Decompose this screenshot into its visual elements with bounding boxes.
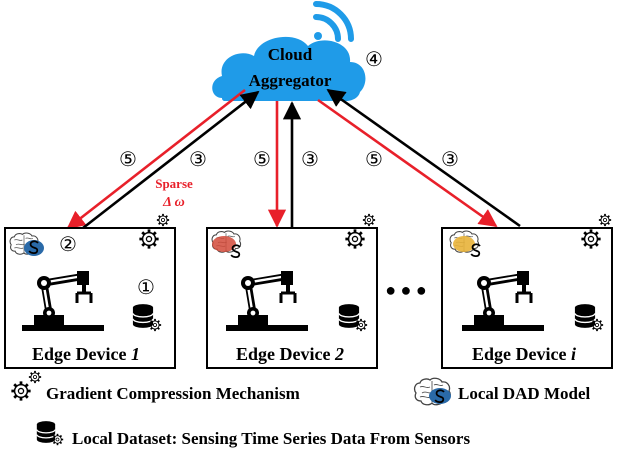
cloud-title-line2: Aggregator [249,71,332,90]
device-1-label: Edge Device 1 [32,344,140,364]
edge-device-1: ② ① Edge Device 1 [4,213,176,369]
edge-device-2: Edge Device 2 [206,213,378,369]
device-i-prefix: Edge Device [472,344,571,364]
link-device-1 [66,88,260,230]
link-3-step-down: ⑤ [365,149,383,171]
legend-gear-small-icon [28,370,42,384]
link-device-i [317,88,521,228]
device-2-prefix: Edge Device [236,344,335,364]
edge-device-i: Edge Device i [441,213,613,369]
arrow-down-3 [317,98,498,228]
legend-db-gear-icon [51,433,64,446]
device-2-label: Edge Device 2 [236,344,344,364]
device-1-prefix: Edge Device [32,344,131,364]
link-1-step-down: ⑤ [119,149,137,171]
gear-small-icon [156,213,170,227]
legend-dataset-label: Local Dataset: Sensing Time Series Data … [72,429,470,448]
arrow-up-3 [326,88,521,228]
legend-gradient-label: Gradient Compression Mechanism [46,384,300,403]
gear-small-icon [362,213,376,227]
device-2-index: 2 [334,344,344,364]
legend: Gradient Compression Mechanism Local DAD… [10,370,590,448]
link-device-2 [267,101,302,228]
link-1-step-up: ③ [189,149,207,171]
cloud-step-label: ④ [365,49,383,71]
arrow-up-1 [82,90,260,230]
more-devices-ellipsis: ● ● ● [385,280,427,300]
legend-model-label: Local DAD Model [458,384,590,403]
legend-gear-icon [10,380,32,402]
wifi-icon [313,1,354,42]
device-i-index: i [571,344,576,364]
cloud-icon [212,36,366,102]
link-2-step-up: ③ [301,149,319,171]
data-step-label: ① [137,277,155,299]
link-3-step-up: ③ [441,149,459,171]
device-i-label: Edge Device i [472,344,576,364]
brain-highlight-icon [212,236,241,258]
arrow-down-1 [66,88,246,230]
brain-highlight-icon [24,240,44,256]
cloud-title-line1: Cloud [268,45,313,64]
device-1-index: 1 [131,344,140,364]
link-2-step-down: ⑤ [253,149,271,171]
gear-small-icon [598,213,612,227]
legend-brain-highlight-icon [429,388,451,404]
model-step-label: ② [59,234,77,256]
sparse-label: Sparse [155,176,193,191]
brain-highlight-icon [453,236,481,257]
sparse-delta-omega: Δ ω [162,195,185,210]
